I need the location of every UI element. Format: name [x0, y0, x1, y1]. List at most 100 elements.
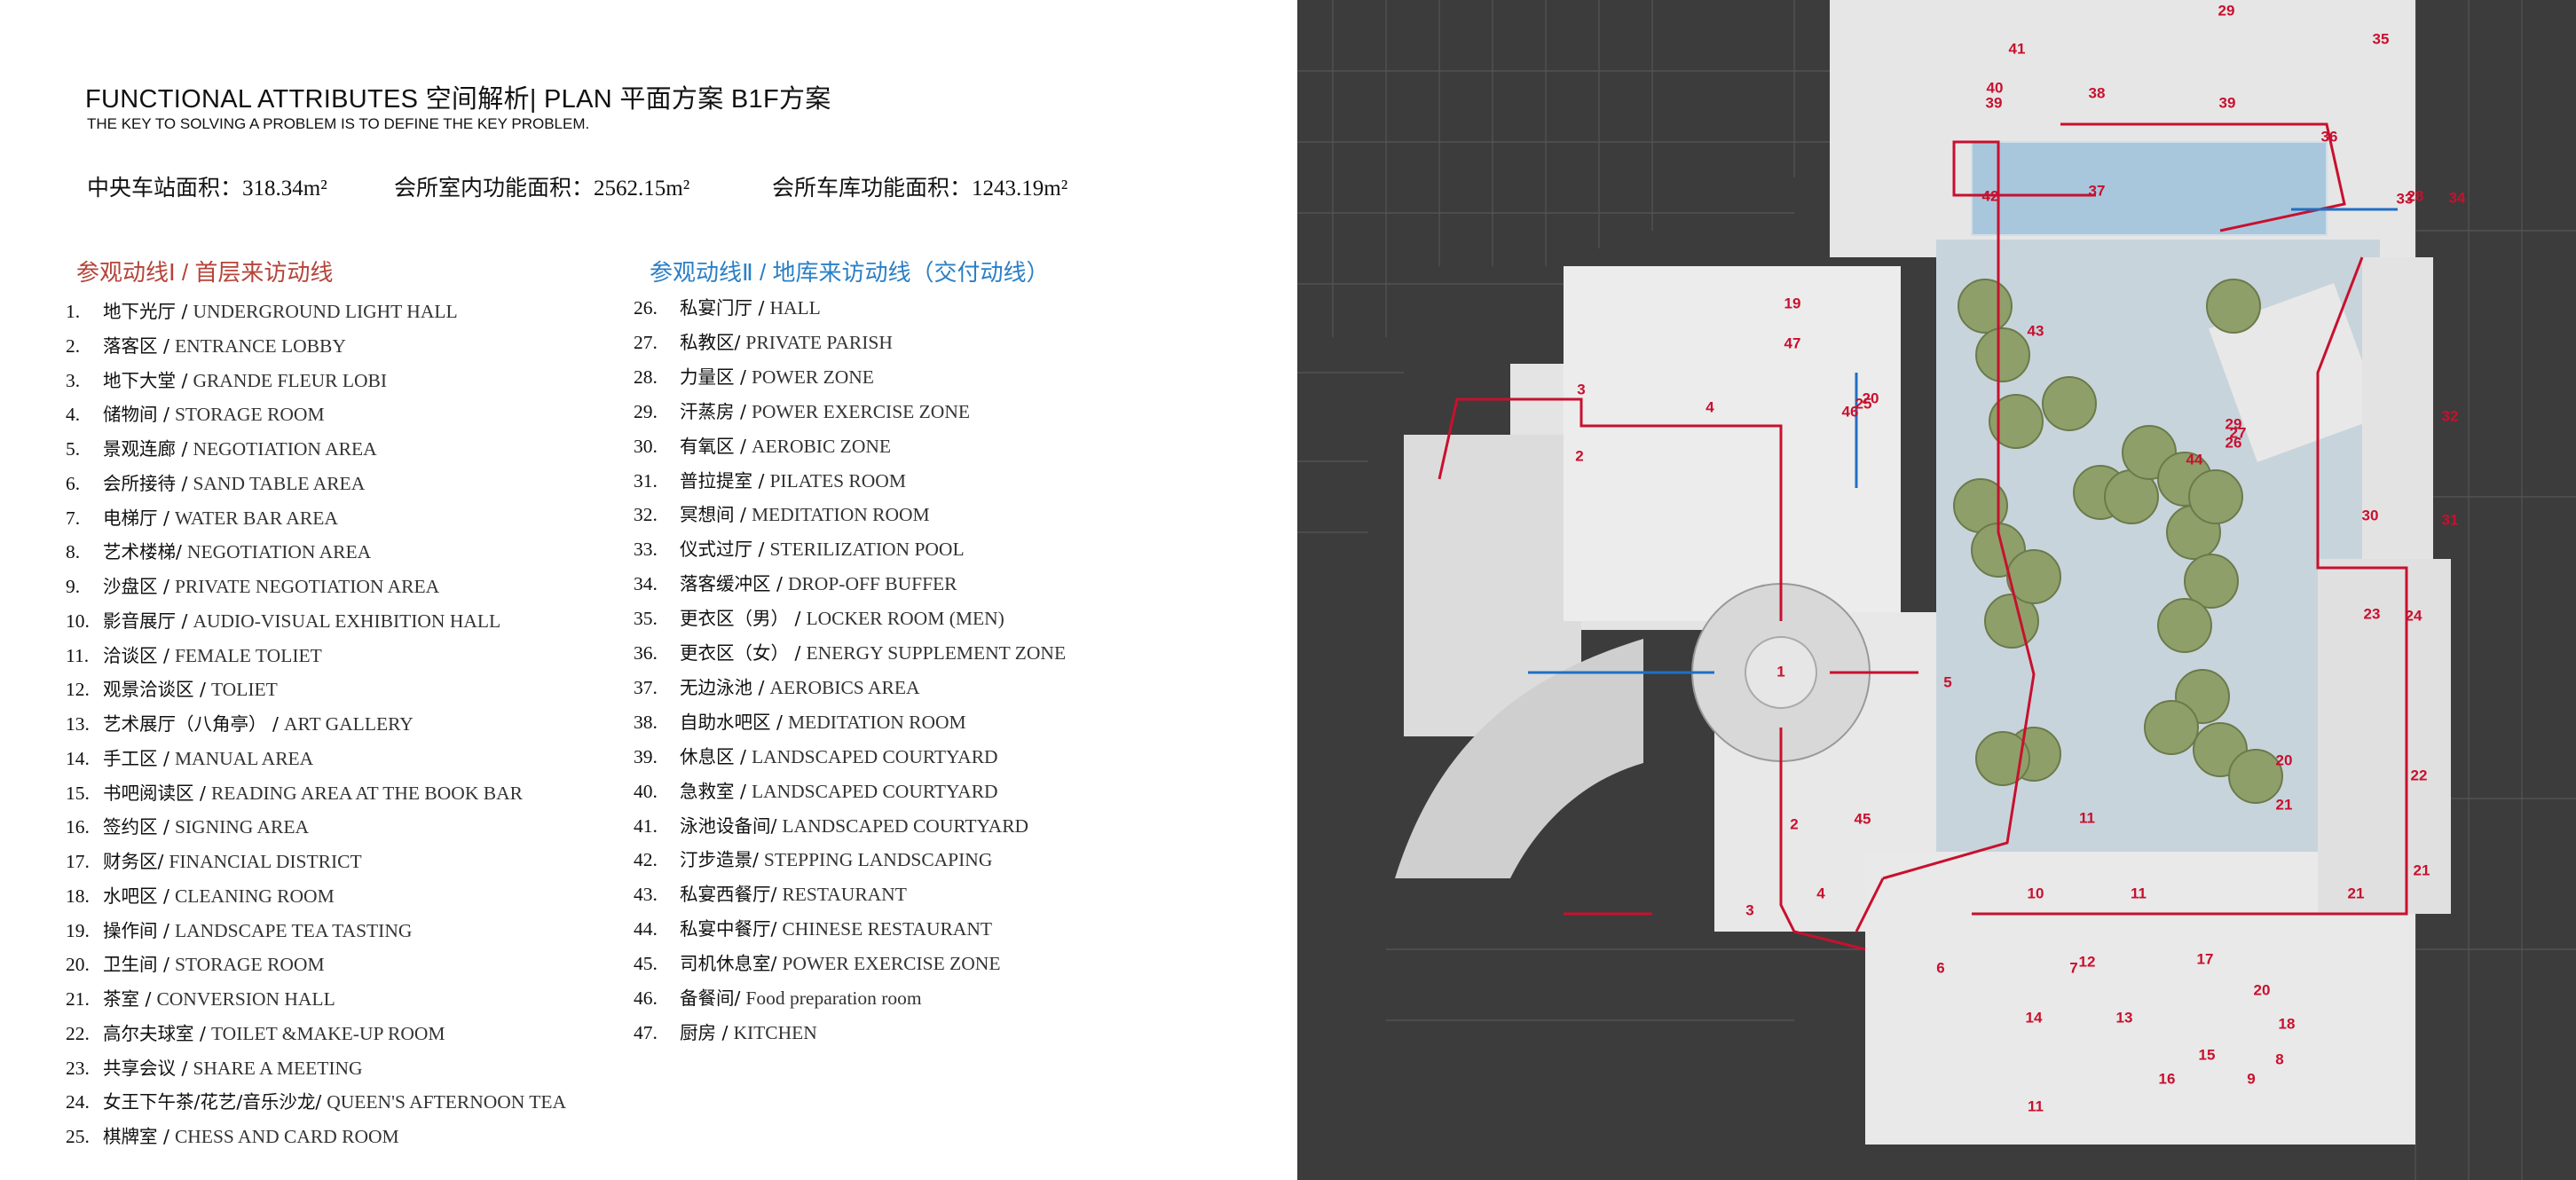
legend-item-number: 38. [634, 711, 658, 733]
legend-item-number: 17. [66, 851, 90, 872]
legend-item-number: 45. [634, 953, 658, 975]
spiral-ramp [1395, 639, 1643, 878]
legend-item-chinese: 储物间 / [103, 404, 169, 426]
area-club-interior: 会所室内功能面积：2562.15m² [394, 177, 690, 201]
room-label: 6 [1936, 959, 1944, 976]
legend-item-chinese: 景观连廊 / [103, 438, 188, 460]
tree [1989, 394, 2044, 449]
room-label: 29 [2218, 2, 2235, 19]
legend-item-chinese: 落客缓冲区 / [680, 573, 783, 595]
area-club-garage: 会所车库功能面积：1243.19m² [772, 177, 1068, 201]
legend-item-english: POWER EXERCISE ZONE [751, 400, 970, 422]
room-label: 9 [2247, 1070, 2255, 1087]
room-label: 7 [2069, 959, 2077, 976]
legend-item-chinese: 会所接待 / [103, 472, 188, 494]
legend-item-chinese: 无边泳池 / [680, 676, 765, 698]
legend-item: 20.卫生间 /STORAGE ROOM [66, 948, 325, 980]
legend-item: 46.备餐间/Food preparation room [634, 982, 922, 1014]
legend-item-number: 1. [66, 301, 81, 322]
legend-item-chinese: 艺术展厅（八角亭） / [103, 713, 279, 735]
room-label: 35 [2373, 30, 2390, 47]
page-title: FUNCTIONAL ATTRIBUTES 空间解析| PLAN 平面方案 B1… [85, 85, 831, 114]
legend-item-english: CHINESE RESTAURANT [782, 918, 992, 940]
room-label: 23 [2364, 605, 2381, 622]
legend-item-chinese: 沙盘区 / [103, 576, 169, 597]
legend-item: 18.水吧区 /CLEANING ROOM [66, 880, 335, 912]
legend-item: 9.沙盘区 /PRIVATE NEGOTIATION AREA [66, 570, 439, 602]
room-label: 32 [2442, 407, 2459, 424]
legend-item-number: 31. [634, 469, 658, 492]
room-label: 11 [2079, 809, 2095, 826]
legend-item: 43.私宴西餐厅/RESTAURANT [634, 878, 907, 910]
legend-item-english: LOCKER ROOM (MEN) [806, 608, 1004, 630]
legend-item-chinese: 落客区 / [103, 334, 169, 357]
room-label: 1 [1776, 663, 1784, 680]
legend-item-chinese: 汀步造景/ [680, 849, 759, 871]
legend-item-english: FINANCIAL DISTRICT [169, 851, 362, 872]
legend-item-chinese: 书吧阅读区 / [103, 782, 206, 804]
legend-item: 22.高尔夫球室 /TOILET &MAKE-UP ROOM [66, 1018, 445, 1050]
legend-item-chinese: 冥想间 / [680, 504, 746, 526]
legend-item-number: 44. [634, 918, 658, 940]
room-label: 29 [2225, 415, 2242, 432]
legend-item-number: 34. [634, 573, 658, 595]
tea-rooms [2318, 559, 2451, 914]
legend-item-english: STEPPING LANDSCAPING [763, 849, 993, 871]
legend-item-number: 9. [66, 576, 81, 597]
room-label: 8 [2275, 1050, 2283, 1067]
room-label: 2 [1790, 815, 1798, 832]
legend-item-chinese: 更衣区（女） / [680, 642, 801, 664]
legend-item: 47.厨房 /KITCHEN [634, 1017, 817, 1049]
room-label: 37 [2089, 182, 2106, 199]
legend-item: 5.景观连廊 /NEGOTIATION AREA [66, 433, 377, 465]
legend-item-chinese: 卫生间 / [103, 954, 169, 976]
legend-item-english: STORAGE ROOM [174, 404, 325, 426]
route-1-heading: 参观动线Ⅰ / 首层来访动线 [76, 259, 334, 286]
legend-item-number: 42. [634, 849, 658, 871]
room-label: 31 [2442, 511, 2459, 528]
courtyard-trees [1953, 279, 2283, 804]
legend-item-chinese: 女王下午茶/花艺/音乐沙龙/ [103, 1091, 322, 1113]
legend-item: 19.操作间 /LANDSCAPE TEA TASTING [66, 915, 412, 947]
legend-item-chinese: 泳池设备间/ [680, 814, 777, 837]
room-label: 16 [2159, 1070, 2176, 1087]
room-label: 11 [2028, 1097, 2044, 1114]
legend-item-english: SAND TABLE AREA [193, 472, 366, 494]
room-label: 36 [2321, 128, 2338, 145]
legend-item-english: CLEANING ROOM [174, 885, 335, 907]
legend-item-english: GRANDE FLEUR LOBI [193, 369, 388, 391]
room-label: 14 [2026, 1009, 2043, 1026]
page-subtitle: THE KEY TO SOLVING A PROBLEM IS TO DEFIN… [87, 115, 590, 132]
room-label: 22 [2411, 767, 2428, 783]
legend-item-chinese: 仪式过厅 / [680, 539, 765, 561]
room-label: 44 [2186, 451, 2203, 468]
legend-item: 24.女王下午茶/花艺/音乐沙龙/QUEEN'S AFTERNOON TEA [66, 1086, 566, 1118]
legend-item-number: 4. [66, 404, 81, 426]
tree [2006, 549, 2061, 604]
legend-item-number: 24. [66, 1091, 90, 1113]
legend-item: 4. 储物间 /STORAGE ROOM [66, 398, 325, 430]
legend-item-number: 13. [66, 713, 90, 735]
legend-item: 17.财务区/FINANCIAL DISTRICT [66, 846, 362, 877]
legend-item-chinese: 汗蒸房 / [680, 400, 746, 422]
area-central-station: 中央车站面积：318.34m² [87, 177, 327, 201]
room-label: 39 [1986, 94, 2003, 111]
room-label: 40 [1987, 79, 2004, 96]
legend-item-english: LANDSCAPED COURTYARD [751, 780, 998, 802]
legend-item: 16.签约区 /SIGNING AREA [66, 811, 309, 843]
legend-item-english: MEDITATION ROOM [787, 711, 966, 733]
legend-item-english: RESTAURANT [782, 884, 907, 906]
legend-item-english: ART GALLERY [283, 713, 414, 735]
room-label: 19 [1784, 295, 1801, 311]
room-label: 45 [1855, 810, 1871, 827]
legend-item-number: 5. [66, 438, 81, 460]
legend-item-chinese: 备餐间/ [680, 987, 741, 1009]
legend-item-number: 18. [66, 885, 90, 907]
legend-item-number: 20. [66, 954, 90, 976]
legend-item-chinese: 有氧区 / [680, 435, 746, 457]
room-label: 39 [2219, 94, 2236, 111]
room-label: 28 [2407, 187, 2424, 204]
legend-item-chinese: 自助水吧区 / [680, 711, 783, 733]
legend-item: 29.汗蒸房 /POWER EXERCISE ZONE [634, 396, 970, 428]
